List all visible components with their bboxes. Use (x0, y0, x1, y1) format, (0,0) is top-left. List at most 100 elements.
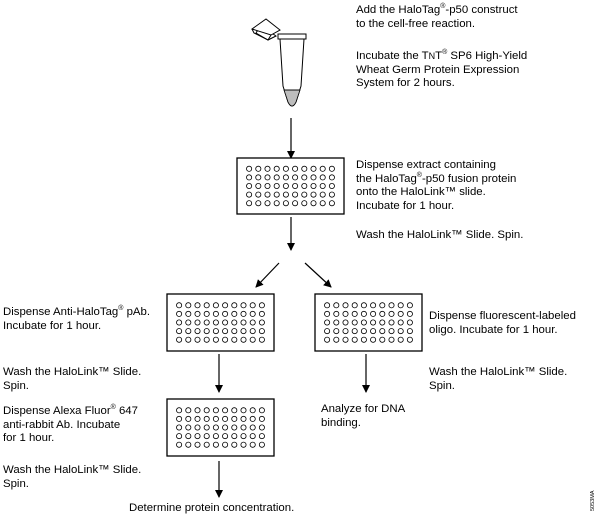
slide-spot (388, 328, 395, 335)
slide-spot (310, 182, 317, 189)
slide-spot (222, 319, 229, 326)
slide-spot (240, 415, 247, 422)
slide-spot (258, 310, 265, 317)
slide-spot (222, 310, 229, 317)
slide-spot (328, 174, 335, 181)
slide-spot (240, 407, 247, 414)
slide-spot (194, 302, 201, 309)
slide-spot (406, 310, 413, 317)
slide-spot (194, 433, 201, 440)
slide-spot (240, 441, 247, 448)
step-analyze-dna: Analyze for DNA binding. (321, 403, 406, 429)
slide-spot (324, 302, 331, 309)
slide-spot (388, 302, 395, 309)
slide-spot (231, 424, 238, 431)
slide-spot (301, 174, 308, 181)
slide-spot (310, 174, 317, 181)
slide-spot (342, 302, 349, 309)
slide-spot (406, 328, 413, 335)
slide-spot (176, 310, 183, 317)
slide-spot (264, 200, 271, 207)
step-incubate-wheat-germ: Incubate the TNT® SP6 High-Yield Wheat G… (356, 49, 528, 89)
slide-spot (379, 319, 386, 326)
slide-spot (240, 336, 247, 343)
slide-spot (319, 191, 326, 198)
slide-spot (249, 310, 256, 317)
step-dispense-antibody: Dispense Anti-HaloTag® pAb. Incubate for… (3, 305, 151, 332)
slide-spot (246, 165, 253, 172)
slide-spot (231, 336, 238, 343)
slide-spot (406, 336, 413, 343)
slide-spot (360, 302, 367, 309)
slide-spot (333, 328, 340, 335)
slide-spot (360, 336, 367, 343)
slide-spot (240, 433, 247, 440)
slide-spot (301, 191, 308, 198)
slide-spot (319, 182, 326, 189)
slide-spot (379, 310, 386, 317)
slide-spot (370, 336, 377, 343)
slide-spot (397, 328, 404, 335)
step-wash-left-2: Wash the HaloLink™ Slide. Spin. (3, 464, 142, 490)
slide-spot (240, 310, 247, 317)
slide-spot (258, 441, 265, 448)
slide-spot (360, 319, 367, 326)
slide-spot (388, 336, 395, 343)
slide-spot (212, 415, 219, 422)
slide-spot (273, 182, 280, 189)
slide-spot (258, 424, 265, 431)
slide-spot (264, 191, 271, 198)
slide-spot (333, 336, 340, 343)
slide-spot (185, 336, 192, 343)
step-wash-right: Wash the HaloLink™ Slide. Spin. (429, 366, 568, 392)
step-wash-left-1: Wash the HaloLink™ Slide. Spin. (3, 366, 142, 392)
slide-spot (301, 165, 308, 172)
slide-spot (328, 200, 335, 207)
slide-spot (176, 441, 183, 448)
slide-spot (255, 191, 262, 198)
step-wash-1: Wash the HaloLink™ Slide. Spin. (356, 229, 524, 241)
slide-spot (212, 319, 219, 326)
slide-spot (222, 407, 229, 414)
slide-spot (240, 302, 247, 309)
slide-spot (406, 302, 413, 309)
slide-spot (273, 174, 280, 181)
slide-spot (370, 328, 377, 335)
slide-spot (342, 310, 349, 317)
slide-spot (212, 302, 219, 309)
slide-spot (351, 328, 358, 335)
slide-spot (258, 407, 265, 414)
slide-spot (333, 310, 340, 317)
slide-spot (397, 310, 404, 317)
slide-spot (328, 165, 335, 172)
slide-spot (231, 433, 238, 440)
slide-spot (203, 407, 210, 414)
arrow-split-left (255, 262, 280, 288)
slide-spot (249, 424, 256, 431)
slide-spot (249, 302, 256, 309)
slide-spot (255, 200, 262, 207)
slide-spot (370, 310, 377, 317)
slide-spot (255, 182, 262, 189)
slide-spot (264, 174, 271, 181)
slide-spot (292, 200, 299, 207)
slide-spot (324, 336, 331, 343)
slide-spot (212, 328, 219, 335)
slide-left-1 (166, 293, 275, 352)
slide-spot (246, 182, 253, 189)
slide-spot (212, 336, 219, 343)
slide-spot (273, 191, 280, 198)
slide-spot (258, 415, 265, 422)
slide-spot (231, 302, 238, 309)
slide-spot (176, 319, 183, 326)
slide-spot (194, 407, 201, 414)
slide-spot (212, 407, 219, 414)
slide-spot (194, 336, 201, 343)
slide-spot (333, 319, 340, 326)
slide-spot (319, 174, 326, 181)
slide-spot (351, 310, 358, 317)
slide-spot (231, 415, 238, 422)
slide-spot (258, 433, 265, 440)
slide-spot (282, 191, 289, 198)
slide-spot (203, 424, 210, 431)
